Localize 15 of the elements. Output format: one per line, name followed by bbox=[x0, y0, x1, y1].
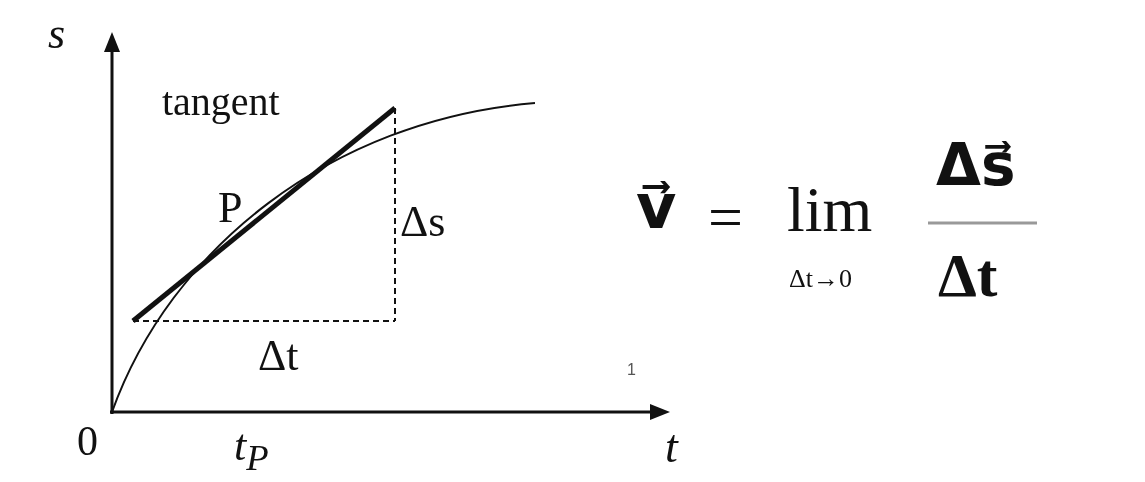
formula-text: = bbox=[708, 186, 743, 248]
point-label: P bbox=[218, 186, 243, 230]
formula-text: Δs⃗ bbox=[936, 136, 1016, 194]
axis-label: t bbox=[665, 424, 678, 470]
tangent-label: tangent bbox=[162, 82, 280, 122]
delta-t-label: Δt bbox=[258, 334, 299, 378]
formula-text: Δt→0 bbox=[789, 266, 852, 292]
formula-text: Δt bbox=[938, 244, 998, 306]
formula-text: lim bbox=[787, 178, 873, 242]
page-number: 1 bbox=[627, 362, 636, 378]
origin-label: 0 bbox=[77, 420, 98, 462]
formula-text: v⃗ bbox=[636, 176, 677, 238]
delta-s-label: Δs bbox=[400, 200, 446, 244]
tick-label: t$_{P}$ bbox=[234, 424, 269, 477]
axis-label: s bbox=[48, 12, 66, 56]
